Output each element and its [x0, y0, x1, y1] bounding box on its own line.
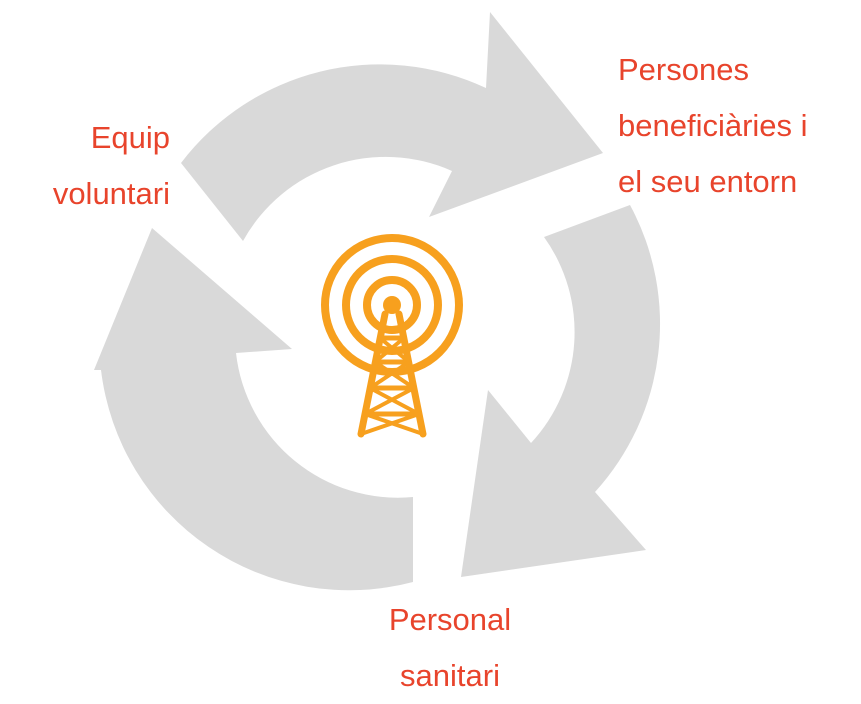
cycle-diagram [94, 12, 661, 591]
cycle-arrow-left [94, 228, 413, 591]
cycle-arrow-top [181, 12, 603, 241]
node-label-line: voluntari [52, 176, 170, 211]
cycle-arrow-right [461, 205, 661, 577]
node-label-health: Personal sanitari [360, 592, 540, 704]
node-label-line: Personal [388, 602, 512, 637]
node-label-line: beneficiàries i [618, 108, 808, 143]
node-label-line: el seu entorn [618, 164, 798, 199]
node-label-line: sanitari [400, 658, 500, 693]
node-label-line: Persones [618, 52, 749, 87]
radio-tower-icon [321, 234, 463, 438]
node-label-volunteer: Equip voluntari [30, 110, 170, 222]
node-label-line: Equip [90, 120, 170, 155]
node-label-beneficiaries: Persones beneficiàries i el seu entorn [618, 42, 808, 210]
